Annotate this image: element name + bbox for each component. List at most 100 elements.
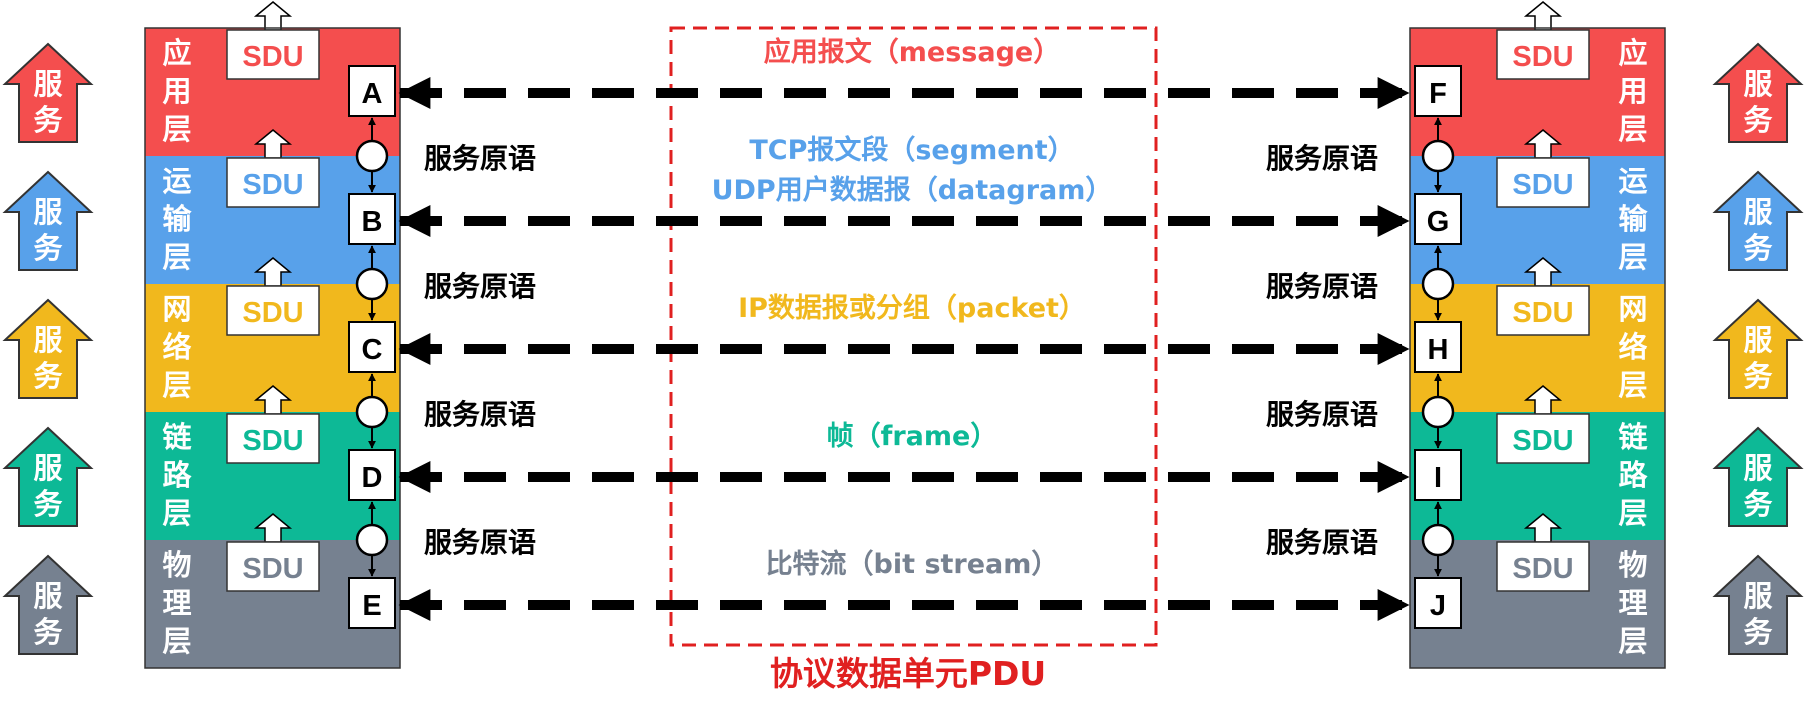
right-sdu-label: SDU (1512, 169, 1573, 201)
left-sdu-label: SDU (242, 169, 303, 201)
left-sap-label: B (362, 206, 383, 238)
right-service-label-char: 务 (1743, 231, 1772, 265)
right-layer-name-char: 层 (1618, 368, 1647, 402)
right-service-arrow-4 (1712, 554, 1804, 655)
right-sap-circle (1421, 395, 1455, 429)
right-sdu-label: SDU (1512, 41, 1573, 73)
left-service-label-char: 服 (33, 67, 63, 101)
left-sdu-box (226, 157, 320, 208)
left-layer-name-char: 运 (162, 164, 191, 198)
left-sdu-label: SDU (242, 41, 303, 73)
left-sap-box (348, 577, 396, 629)
left-sap-box (348, 321, 396, 373)
left-service-label-char: 服 (33, 579, 63, 613)
right-sap-label: F (1429, 78, 1447, 110)
right-sdu-up-arrow (1523, 1, 1563, 31)
right-sap-box (1414, 577, 1462, 629)
right-service-label-char: 务 (1743, 487, 1772, 521)
left-sap-box (348, 193, 396, 245)
left-service-label-char: 服 (33, 323, 63, 357)
left-layer-name-char: 层 (162, 112, 191, 146)
right-sap-circle (1421, 523, 1455, 557)
left-layer-name-char: 链 (162, 420, 191, 454)
right-service-label-char: 务 (1743, 103, 1772, 137)
left-service-label-char: 务 (33, 359, 62, 393)
right-sdu-box (1496, 541, 1590, 592)
right-sap-circle (1421, 267, 1455, 301)
right-primitive-label: 服务原语 (1266, 142, 1378, 175)
right-sdu-label: SDU (1512, 425, 1573, 457)
left-service-label-char: 务 (33, 231, 62, 265)
right-service-arrow-3 (1712, 426, 1804, 527)
right-service-label-char: 服 (1743, 323, 1773, 357)
right-primitive-label: 服务原语 (1266, 398, 1378, 431)
left-primitive-label: 服务原语 (424, 142, 536, 175)
left-sdu-box (226, 541, 320, 592)
left-layer-name-char: 应 (162, 36, 191, 70)
right-sap-label: J (1430, 590, 1446, 622)
right-sdu-box (1496, 285, 1590, 336)
right-sap-label: G (1427, 206, 1450, 238)
left-sap-label: D (362, 462, 383, 494)
pdu-label-0: 应用报文（message） (764, 36, 1060, 68)
right-sdu-label: SDU (1512, 297, 1573, 329)
left-sdu-box (226, 29, 320, 80)
right-service-label-char: 务 (1743, 359, 1772, 393)
right-sap-box (1414, 65, 1462, 117)
right-sdu-box (1496, 413, 1590, 464)
right-layer-name-char: 路 (1618, 458, 1648, 492)
right-sdu-label: SDU (1512, 553, 1573, 585)
left-sdu-label: SDU (242, 297, 303, 329)
right-layer-name-char: 层 (1618, 624, 1647, 658)
left-sdu-box (226, 285, 320, 336)
left-service-label-char: 务 (33, 487, 62, 521)
right-layer-name-char: 运 (1618, 164, 1647, 198)
left-layer-name-char: 层 (162, 368, 191, 402)
right-service-label-char: 服 (1743, 195, 1773, 229)
right-layer-name-char: 用 (1618, 74, 1647, 108)
left-sdu-box (226, 413, 320, 464)
left-service-arrow-4 (2, 554, 94, 655)
right-service-arrow-0 (1712, 42, 1804, 143)
left-layer-name-char: 路 (162, 458, 192, 492)
left-service-arrow-0 (2, 42, 94, 143)
left-sap-box (348, 65, 396, 117)
left-sap-circle (355, 267, 389, 301)
left-primitive-label: 服务原语 (424, 398, 536, 431)
right-layer-name-char: 输 (1618, 202, 1648, 236)
right-layer-name-char: 物 (1618, 548, 1647, 582)
pdu-label-4: 比特流（bit stream） (766, 549, 1059, 580)
left-layer-name-char: 层 (162, 624, 191, 658)
right-service-label-char: 服 (1743, 451, 1773, 485)
right-layer-name-char: 层 (1618, 496, 1647, 530)
left-layer-name-char: 理 (162, 586, 191, 620)
left-sap-circle (355, 395, 389, 429)
left-sap-label: A (362, 78, 383, 110)
left-layer-name-char: 用 (162, 74, 191, 108)
left-sdu-label: SDU (242, 425, 303, 457)
left-service-arrow-1 (2, 170, 94, 271)
right-sdu-box (1496, 29, 1590, 80)
left-sap-label: E (362, 590, 381, 622)
left-service-arrow-2 (2, 298, 94, 399)
left-layer-name-char: 物 (162, 548, 191, 582)
right-layer-name-char: 层 (1618, 112, 1647, 146)
right-sdu-box (1496, 157, 1590, 208)
left-sap-circle (355, 523, 389, 557)
right-sap-box (1414, 321, 1462, 373)
left-sap-circle (355, 139, 389, 173)
right-layer-name-char: 层 (1618, 240, 1647, 274)
right-stack-border (1409, 27, 1666, 669)
left-sap-box (348, 449, 396, 501)
right-sap-box (1414, 193, 1462, 245)
peer-arrows (398, 76, 1410, 622)
pdu-label-1: UDP用户数据报（datagram） (712, 174, 1113, 206)
left-service-label-char: 务 (33, 615, 62, 649)
left-sdu-up-arrow (253, 1, 293, 31)
right-layer-name-char: 网 (1618, 292, 1647, 326)
right-service-arrow-2 (1712, 298, 1804, 399)
